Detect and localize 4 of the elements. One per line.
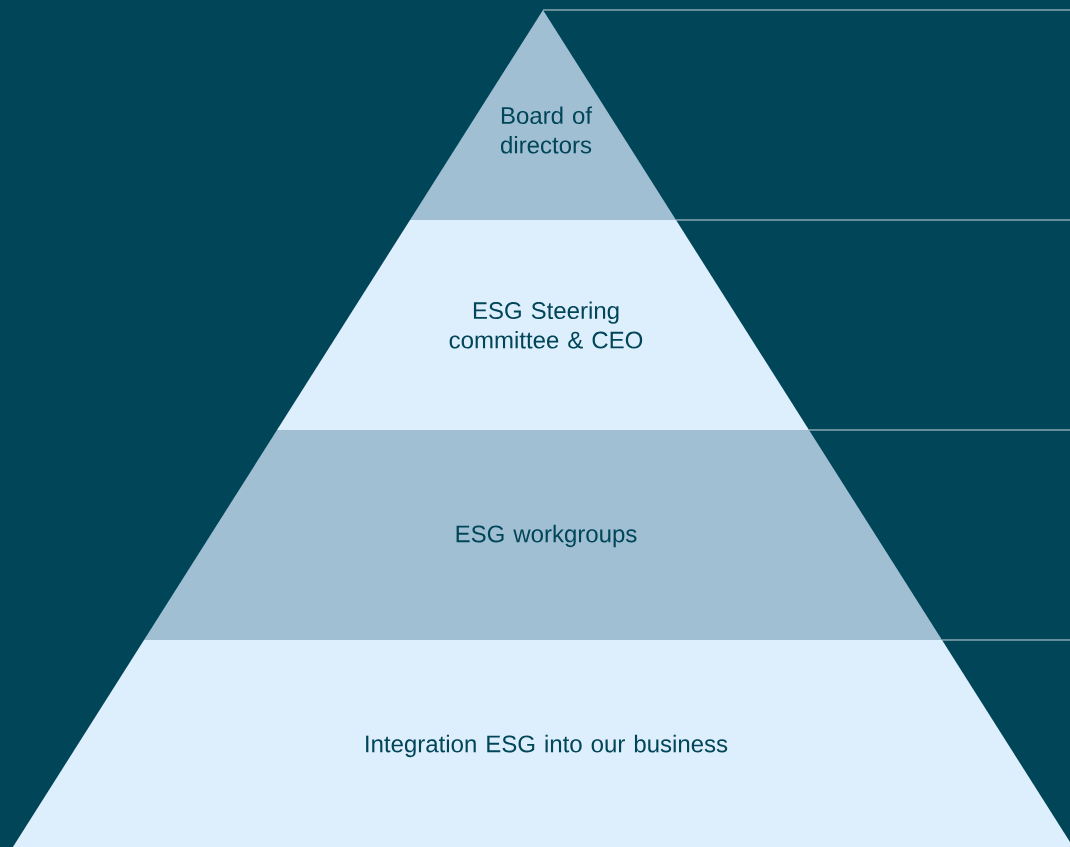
pyramid-level: Integration ESG into our business — [12, 640, 1070, 847]
pyramid-level: Board of directors — [410, 10, 676, 220]
pyramid-level: ESG workgroups — [144, 430, 942, 640]
pyramid-level: ESG Steering committee & CEO — [277, 220, 809, 430]
